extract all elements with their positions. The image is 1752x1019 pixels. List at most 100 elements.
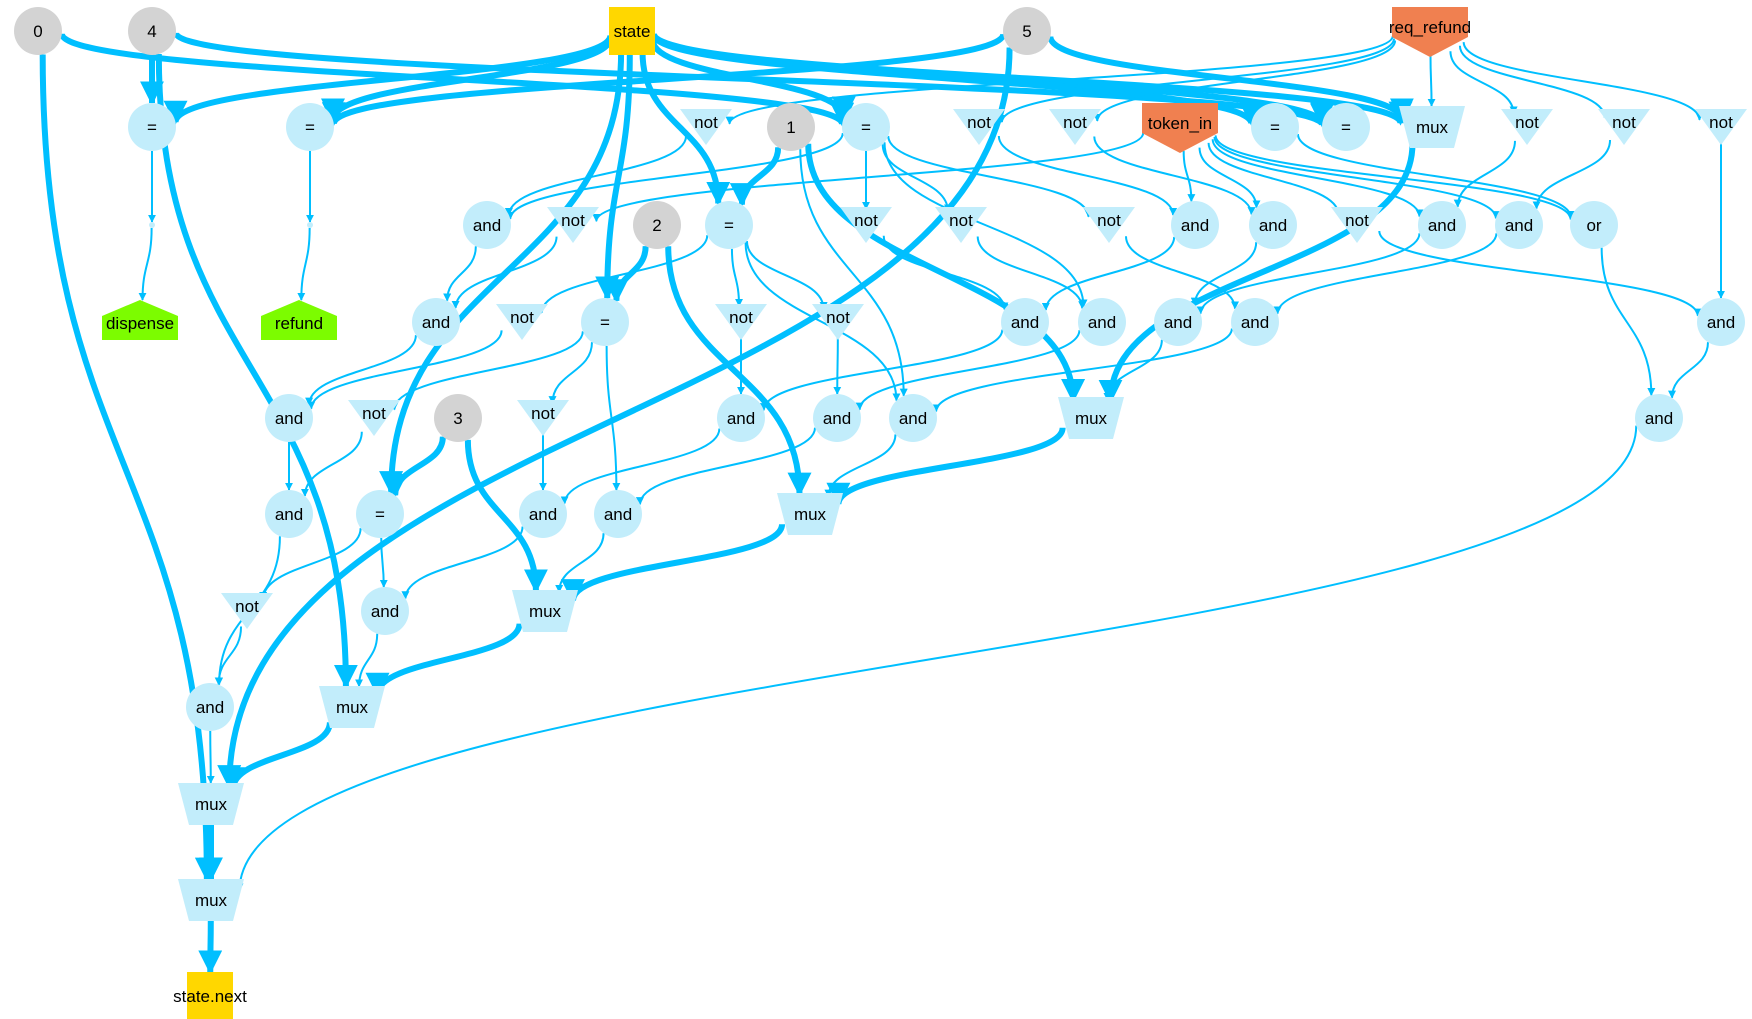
node-c3: 3: [434, 394, 482, 442]
edge-state-to-eqB: [321, 36, 614, 123]
node-eqA-shape: [128, 103, 176, 151]
node-muxB-label: mux: [1075, 409, 1108, 428]
node-muxTop: mux: [1399, 106, 1465, 148]
node-andG-label: and: [1011, 313, 1039, 332]
node-c4: 4: [128, 7, 176, 55]
edge-muxE-to-muxF: [221, 721, 333, 792]
node-ptB-shape: [307, 222, 313, 228]
node-muxTop-shape: [1399, 106, 1465, 148]
node-notB-shape: [953, 109, 1005, 145]
edge-req_refund-to-notC: [1093, 40, 1397, 122]
node-ptA-shape: [149, 222, 155, 228]
node-andG-shape: [1001, 298, 1049, 346]
edge-notC-to-andC: [1093, 136, 1256, 216]
node-muxD-shape: [512, 590, 578, 632]
node-c4-shape: [128, 7, 176, 55]
edge-c1-to-andO: [799, 149, 908, 397]
node-andF-shape: [412, 298, 460, 346]
node-muxE: mux: [319, 686, 385, 728]
node-eqC-label: =: [861, 118, 871, 137]
edge-muxG-to-state_next: [198, 920, 223, 975]
edge-req_refund-to-notF: [1462, 41, 1704, 121]
node-refund-shape: [261, 300, 337, 340]
edge-andR-to-andT: [401, 526, 524, 600]
edge-token_in-to-notK: [1207, 142, 1343, 216]
node-andB-label: and: [1181, 216, 1209, 235]
node-notD: not: [1501, 109, 1553, 145]
node-andG: and: [1001, 298, 1049, 346]
node-andU-label: and: [196, 698, 224, 717]
node-notN-shape: [812, 304, 864, 340]
node-andP: and: [1635, 394, 1683, 442]
node-eqB-label: =: [305, 118, 315, 137]
node-muxTop-label: mux: [1416, 118, 1449, 137]
edge-muxC-to-muxD: [561, 523, 786, 604]
edge-andU-to-muxF: [206, 730, 215, 784]
node-andU: and: [186, 683, 234, 731]
edge-token_in-to-notG: [592, 132, 1145, 223]
node-andA: and: [463, 201, 511, 249]
node-notA-label: not: [694, 113, 718, 132]
node-dispense-label: dispense: [106, 314, 174, 333]
node-notH-label: not: [854, 211, 878, 230]
node-andD-shape: [1418, 201, 1466, 249]
node-andK-label: and: [1707, 313, 1735, 332]
edge-notK-to-andK: [1378, 230, 1702, 317]
node-andA-label: and: [473, 216, 501, 235]
edge-andI-to-muxB: [1103, 339, 1163, 401]
node-eqF-shape: [705, 201, 753, 249]
node-notI: not: [935, 207, 987, 243]
node-notC-label: not: [1063, 113, 1087, 132]
edge-notO-to-andQ: [300, 431, 363, 497]
node-token_in-label: token_in: [1148, 114, 1212, 133]
edge-state-to-eqG: [595, 54, 633, 301]
node-andI-label: and: [1164, 313, 1192, 332]
node-c4-label: 4: [147, 22, 156, 41]
node-notF-shape: [1695, 109, 1747, 145]
node-andT: and: [361, 587, 409, 635]
node-notD-label: not: [1515, 113, 1539, 132]
edges-layer: [39, 31, 1725, 975]
node-muxF-shape: [178, 783, 244, 825]
node-c1-shape: [767, 103, 815, 151]
node-notC: not: [1049, 109, 1101, 145]
node-andD: and: [1418, 201, 1466, 249]
node-muxF: mux: [178, 783, 244, 825]
edge-eqF-to-notN: [745, 240, 828, 310]
node-notG-label: not: [561, 211, 585, 230]
node-notL-shape: [496, 304, 548, 340]
node-andQ: and: [265, 490, 313, 538]
node-req_refund-label: req_refund: [1389, 18, 1471, 37]
node-notA-shape: [680, 109, 732, 145]
node-notE-label: not: [1612, 113, 1636, 132]
node-notG: not: [547, 207, 599, 243]
edge-andP-to-muxG: [235, 425, 1638, 892]
edge-andM-to-andR: [560, 428, 721, 505]
edge-notL-to-andL: [307, 330, 503, 410]
node-andF-label: and: [422, 313, 450, 332]
edge-muxB-to-muxC: [826, 426, 1066, 507]
edge-eqC-to-notI: [881, 144, 952, 213]
node-muxD: mux: [512, 590, 578, 632]
node-eqH-shape: [356, 490, 404, 538]
node-andH-shape: [1078, 298, 1126, 346]
node-andP-label: and: [1645, 409, 1673, 428]
node-notQ-label: not: [235, 597, 259, 616]
edge-state-to-eqA: [163, 34, 614, 125]
node-c0: 0: [14, 7, 62, 55]
node-c5: 5: [1003, 7, 1051, 55]
node-andO-label: and: [899, 409, 927, 428]
edge-token_in-to-andC: [1198, 147, 1261, 209]
edge-andB-to-andG: [1041, 236, 1176, 311]
node-eqE-label: =: [1341, 118, 1351, 137]
node-token_in: token_in: [1142, 103, 1218, 153]
node-state-shape: [609, 7, 655, 55]
edge-token_in-to-andB: [1182, 150, 1196, 203]
node-andL-shape: [265, 394, 313, 442]
edge-eqD-to-or1: [1296, 133, 1576, 219]
node-notK-label: not: [1345, 211, 1369, 230]
node-eqG: =: [581, 298, 629, 346]
node-andK: and: [1697, 298, 1745, 346]
node-andF: and: [412, 298, 460, 346]
node-req_refund-shape: [1392, 7, 1468, 57]
